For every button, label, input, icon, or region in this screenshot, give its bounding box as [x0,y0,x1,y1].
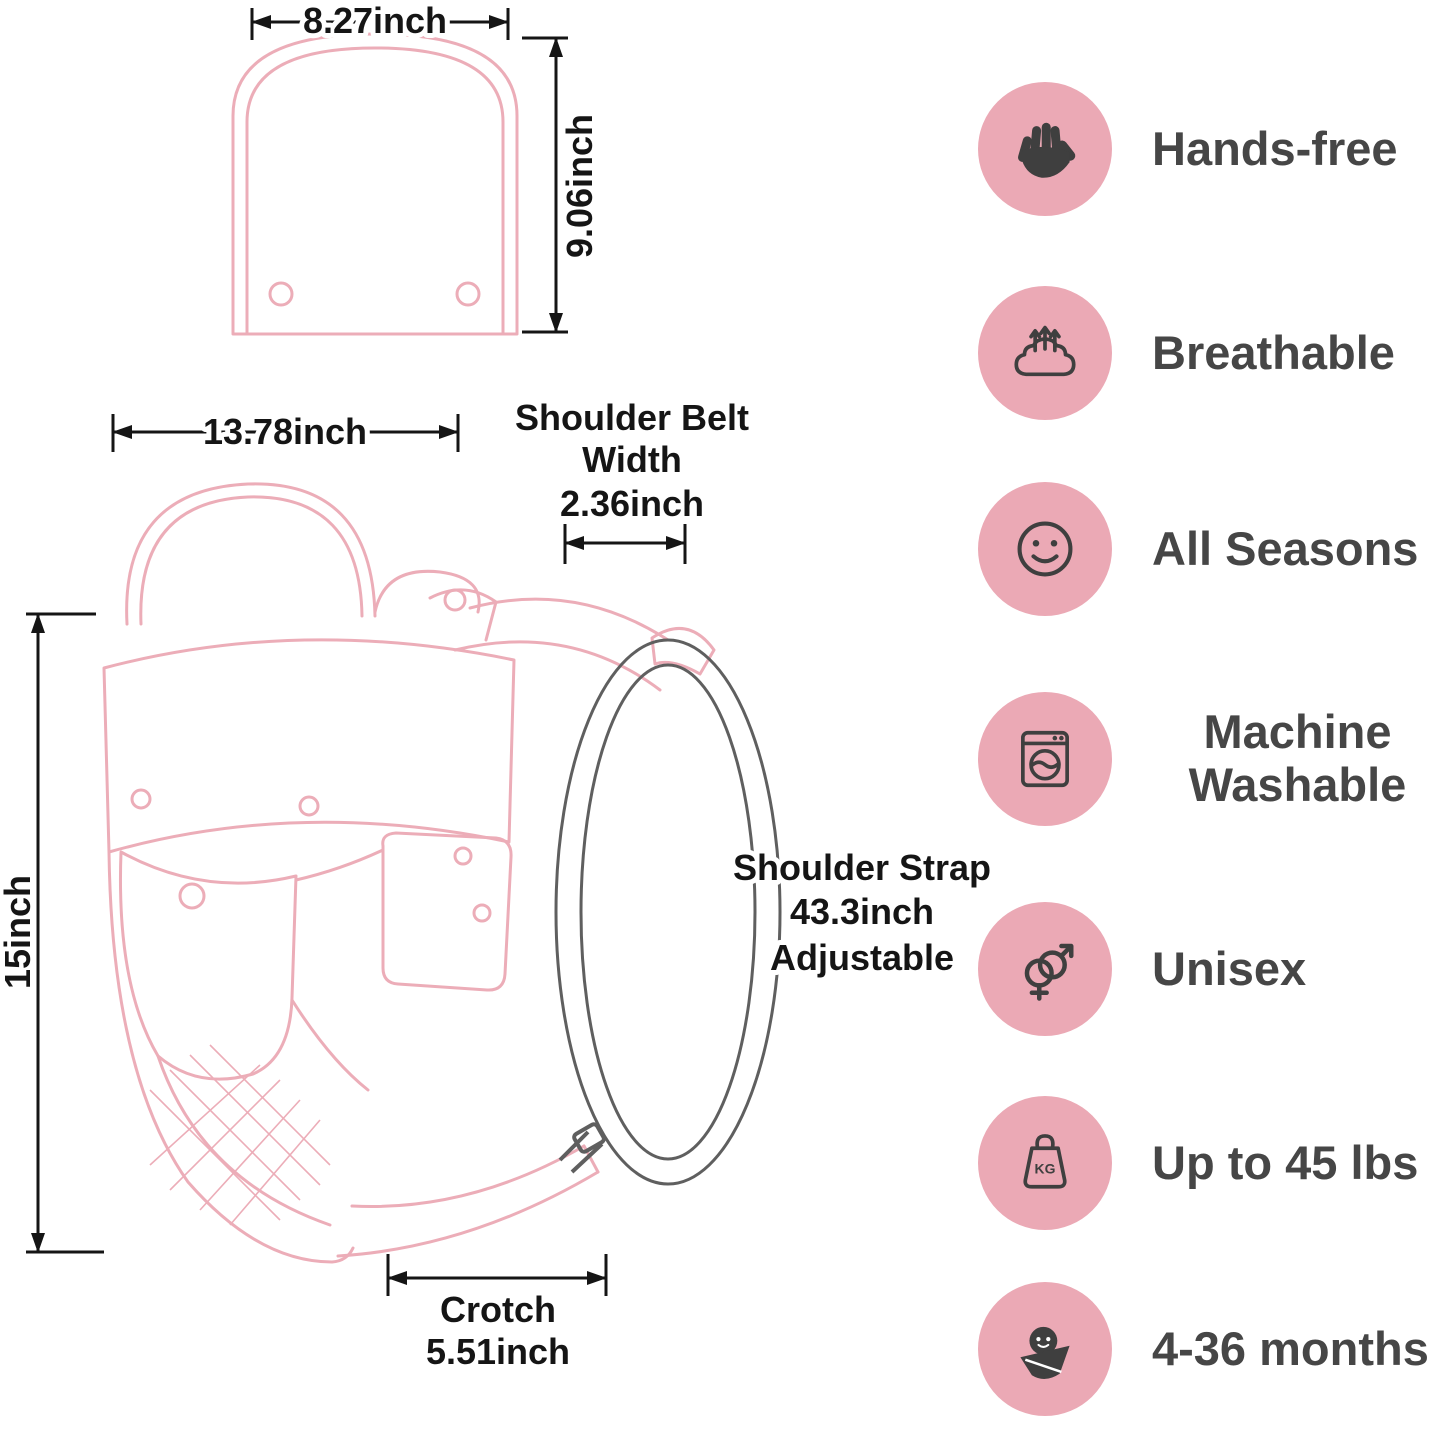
carrier-width-label: 13.78inch [203,411,367,452]
feature-age-range: 4-36 months [978,1282,1429,1416]
shoulder-strap-label-3: Adjustable [770,937,954,978]
shoulder-belt-label-2: Width [582,439,682,480]
breathable-icon-circle [978,286,1112,420]
carrier-height-label: 15inch [0,875,38,989]
feature-breathable: Breathable [978,286,1395,420]
hood-height-label: 9.06inch [559,114,600,258]
weight-kg-text: KG [1035,1161,1056,1177]
hand-icon [1018,122,1076,178]
feature-all-seasons: All Seasons [978,482,1418,616]
shoulder-strap-oval [554,638,782,1186]
crotch-label-1: Crotch [440,1289,556,1330]
weight-kg-icon-circle: KG [978,1096,1112,1230]
shoulder-strap-label-1: Shoulder Strap [733,847,991,888]
feature-machine-washable: Machine Washable [978,692,1443,826]
feature-weight-limit: KG Up to 45 lbs [978,1096,1418,1230]
hood-drawing [231,32,519,336]
weight-kg-icon: KG [1023,1134,1067,1189]
dimension-labels: 8.27inch 9.06inch 13.78inch 15inch Shoul… [0,0,992,1372]
feature-label: Breathable [1152,325,1395,379]
breathable-icon [1014,325,1076,377]
feature-label: Up to 45 lbs [1152,1135,1419,1189]
feature-unisex: Unisex [978,902,1306,1036]
smiley-face-icon [1017,521,1073,577]
feature-label: All Seasons [1152,521,1419,575]
hand-icon-circle [978,82,1112,216]
swaddled-baby-icon [1020,1326,1070,1379]
washing-machine-icon [1021,730,1069,788]
carrier-drawing [102,482,716,1264]
unisex-gender-icon [1024,943,1074,1001]
mesh-pattern [149,1044,331,1226]
hood-width-label: 8.27inch [303,0,447,41]
unisex-gender-icon-circle [978,902,1112,1036]
smiley-face-icon-circle [978,482,1112,616]
feature-hands-free: Hands-free [978,82,1398,216]
feature-label: 4-36 months [1152,1321,1429,1375]
feature-label: Unisex [1152,941,1307,995]
dimension-lines [26,8,687,1296]
feature-label: Machine Washable [1188,705,1407,811]
swaddled-baby-icon-circle [978,1282,1112,1416]
shoulder-belt-label-3: 2.36inch [560,483,704,524]
feature-label: Hands-free [1152,121,1398,175]
washing-machine-icon-circle [978,692,1112,826]
shoulder-strap-label-2: 43.3inch [790,891,934,932]
shoulder-belt-label-1: Shoulder Belt [515,397,749,438]
buckle-drawing [558,1122,606,1174]
crotch-label-2: 5.51inch [426,1331,570,1372]
